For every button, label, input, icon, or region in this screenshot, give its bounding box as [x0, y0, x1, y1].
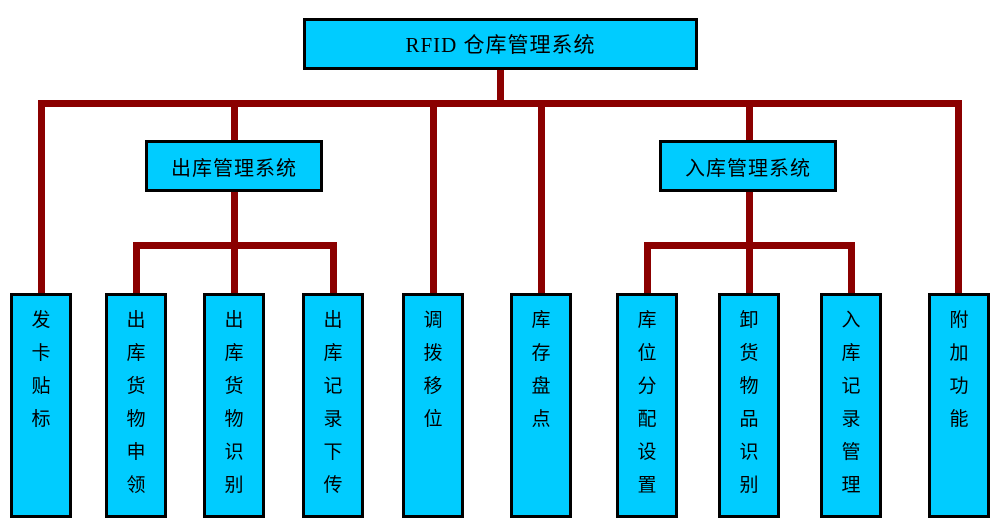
leaf-node-inbound-record-management: 入库记录管理: [820, 293, 882, 518]
leaf-label: 库位分配设置: [637, 310, 657, 496]
connector-drop-outbound-branch: [231, 105, 238, 140]
connector-drop-card-issue: [38, 100, 45, 293]
connector-drop-goods-request: [133, 242, 140, 293]
connector-drop-inventory: [538, 105, 545, 293]
connector-drop-record-download: [330, 242, 337, 293]
branch-node-label: 出库管理系统: [171, 157, 297, 180]
connector-inbound-bus: [644, 242, 855, 249]
connector-drop-additional: [955, 100, 962, 293]
connector-inbound-stem: [746, 190, 753, 293]
leaf-label: 入库记录管理: [841, 310, 861, 496]
root-node-label: RFID 仓库管理系统: [405, 33, 596, 57]
leaf-node-outbound-record-download: 出库记录下传: [302, 293, 364, 518]
connector-drop-record-mgmt: [848, 242, 855, 293]
leaf-node-inventory-count: 库存盘点: [510, 293, 572, 518]
leaf-label: 出库记录下传: [323, 310, 343, 496]
leaf-label: 卸货物品识别: [739, 310, 759, 496]
leaf-label: 调拨移位: [423, 310, 443, 430]
branch-node-label: 入库管理系统: [685, 157, 811, 180]
branch-node-outbound-system: 出库管理系统: [145, 140, 323, 192]
connector-drop-inbound-branch: [746, 105, 753, 140]
leaf-node-unloading-goods-identification: 卸货物品识别: [718, 293, 780, 518]
leaf-label: 库存盘点: [531, 310, 551, 430]
leaf-node-card-issue-labeling: 发卡贴标: [10, 293, 72, 518]
root-node-rfid-warehouse-system: RFID 仓库管理系统: [303, 18, 698, 70]
connector-outbound-stem: [231, 190, 238, 293]
connector-root-stub: [497, 69, 504, 100]
leaf-node-additional-functions: 附加功能: [928, 293, 990, 518]
leaf-label: 附加功能: [949, 310, 969, 430]
leaf-label: 发卡贴标: [31, 310, 51, 430]
leaf-node-transfer-relocation: 调拨移位: [402, 293, 464, 518]
branch-node-inbound-system: 入库管理系统: [659, 140, 837, 192]
leaf-node-location-allocation-settings: 库位分配设置: [616, 293, 678, 518]
connector-main-bus: [38, 100, 962, 107]
connector-outbound-bus: [133, 242, 337, 249]
leaf-node-outbound-goods-request: 出库货物申领: [105, 293, 167, 518]
connector-drop-location-alloc: [644, 242, 651, 293]
leaf-node-outbound-goods-identification: 出库货物识别: [203, 293, 265, 518]
connector-drop-transfer: [430, 105, 437, 293]
leaf-label: 出库货物申领: [126, 310, 146, 496]
leaf-label: 出库货物识别: [224, 310, 244, 496]
